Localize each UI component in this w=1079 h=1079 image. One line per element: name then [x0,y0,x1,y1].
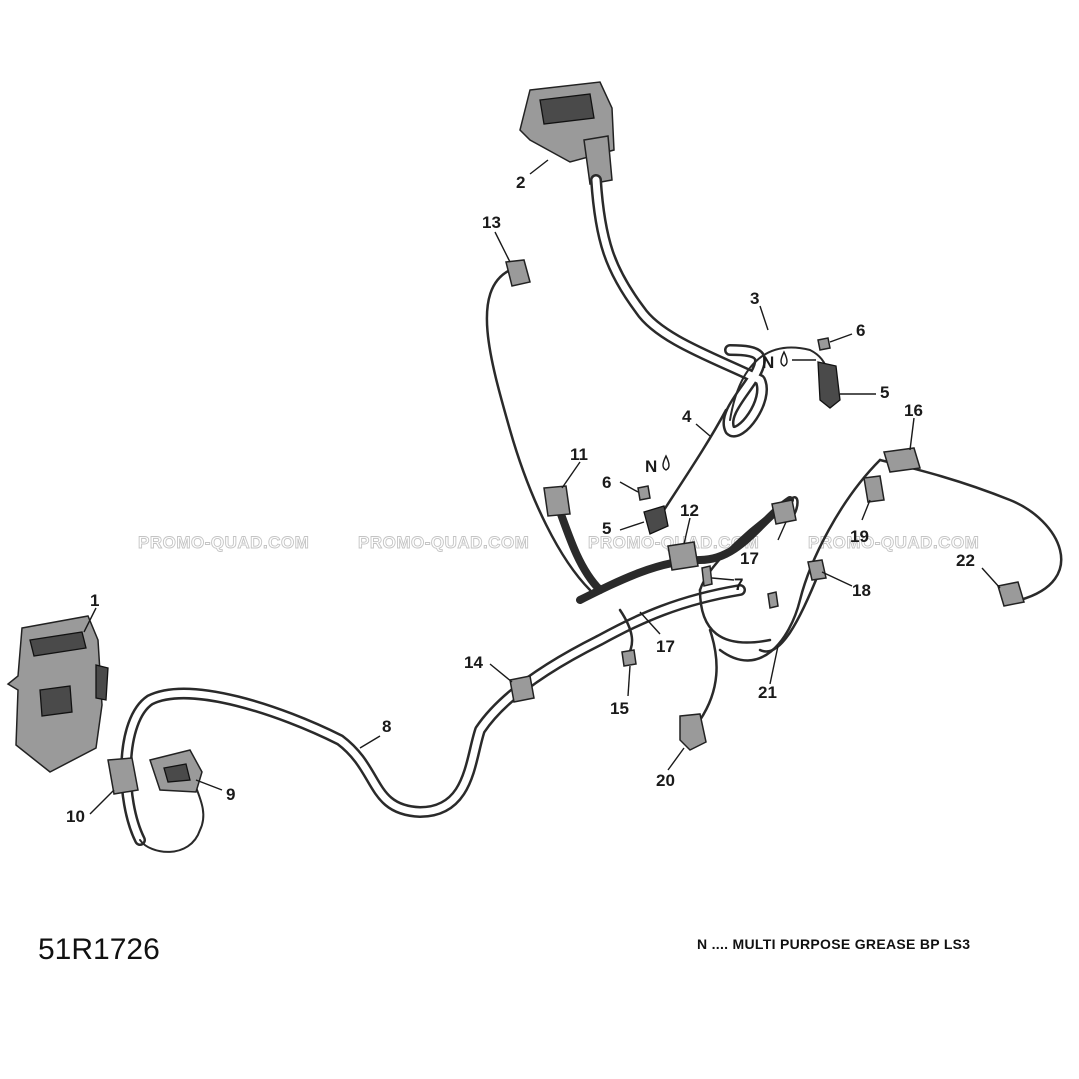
part-2-harness-run [590,174,768,438]
part-9-connector [149,749,203,793]
part-5-terminal-lower [643,505,669,535]
watermark-text: PROMO-QUAD.COM [358,533,529,552]
callout-17-upper: 17 [740,549,759,568]
leader-lines [83,159,1001,815]
callout-13: 13 [482,213,501,232]
diagram-reference-code: 51R1726 [38,933,160,966]
callout-21: 21 [758,683,777,702]
callout-16: 16 [904,401,923,420]
part-11-connector [543,485,604,594]
grease-symbol-lower: N [645,454,670,476]
grease-legend-note: N .... MULTI PURPOSE GREASE BP LS3 [697,936,971,952]
callout-17-lower: 17 [656,637,675,656]
part-20-connector [679,713,707,751]
part-1-control-module [6,615,109,773]
grease-label: N [762,353,774,372]
callout-10: 10 [66,807,85,826]
part-4-lead [662,408,728,512]
callout-12: 12 [680,501,699,520]
callout-20: 20 [656,771,675,790]
callout-3: 3 [750,289,759,308]
callout-5-lower: 5 [602,519,611,538]
callout-8: 8 [382,717,391,736]
callout-2: 2 [516,173,525,192]
part-2-relay-block [519,81,615,185]
callout-6-upper: 6 [856,321,865,340]
part-3-lead [729,346,829,421]
callout-7: 7 [734,575,743,594]
callout-19: 19 [850,527,869,546]
part-6-boot-lower [637,485,651,501]
watermark-text: PROMO-QUAD.COM [138,533,309,552]
callout-1: 1 [90,591,99,610]
central-junction-harness [509,458,882,722]
grease-label: N [645,457,657,476]
watermark-group: PROMO-QUAD.COM PROMO-QUAD.COM PROMO-QUAD… [138,533,980,553]
callout-15: 15 [610,699,629,718]
grease-symbol-upper: N [762,350,788,372]
callout-9: 9 [226,785,235,804]
part-8-main-harness [120,584,746,853]
callout-4: 4 [682,407,692,426]
callout-18: 18 [852,581,871,600]
part-16-22-harness [807,447,1063,607]
part-6-boot-upper [817,337,831,351]
callouts: 1 2 3 4 5 5 6 6 7 8 9 10 11 12 13 14 15 … [66,173,975,826]
callout-6-lower: 6 [602,473,611,492]
part-10-bracket [107,757,139,795]
callout-11: 11 [570,445,588,464]
part-13-lead [485,259,592,592]
watermark-text: PROMO-QUAD.COM [808,533,979,552]
callout-5-upper: 5 [880,383,889,402]
callout-22: 22 [956,551,975,570]
callout-14: 14 [464,653,483,672]
part-5-terminal-upper [817,361,841,409]
watermark-text: PROMO-QUAD.COM [588,533,759,552]
